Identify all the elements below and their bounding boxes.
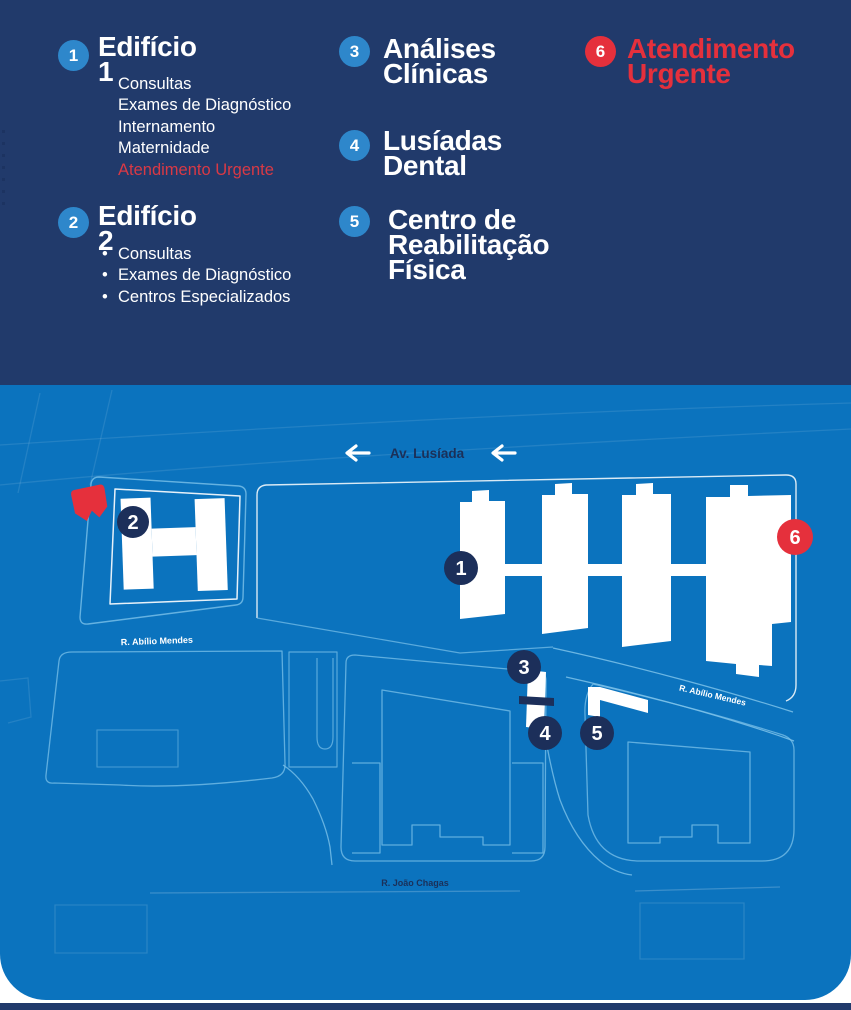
map-marker-5: 5 xyxy=(580,716,614,750)
legend-title-5: Centro de Reabilitação Física xyxy=(388,204,550,285)
legend-panel: 1 Edifício 1 Consultas Exames de Diagnós… xyxy=(0,0,851,385)
legend-badge-5: 5 xyxy=(339,206,370,237)
legend-sub-item: Centros Especializados xyxy=(100,287,291,309)
street-label-abilio-mendes-left: R. Abílio Mendes xyxy=(121,635,193,648)
campus-map: Av. Lusíada xyxy=(0,385,851,1000)
left-arrow-icon xyxy=(491,444,517,462)
legend-badge-4: 4 xyxy=(339,130,370,161)
legend-sub-item: Consultas xyxy=(118,75,192,93)
plot-left-large xyxy=(45,650,286,787)
faint-road-lines xyxy=(0,389,851,960)
print-fold-marks xyxy=(2,130,5,210)
legend-title-4: Lusíadas Dental xyxy=(383,125,502,181)
svg-text:5: 5 xyxy=(591,723,602,745)
map-marker-3: 3 xyxy=(507,650,541,684)
plot-center-bottom xyxy=(340,654,547,862)
legend-sub-item-urgent: Atendimento Urgente xyxy=(118,160,274,179)
svg-text:1: 1 xyxy=(455,558,466,580)
legend-title-6: Atendimento Urgente xyxy=(627,33,795,89)
legend-title-1: Edifício 1 xyxy=(98,31,197,87)
legend-sub-item: Maternidade xyxy=(118,139,210,158)
svg-text:4: 4 xyxy=(539,723,551,745)
legend-sub-item: Internamento xyxy=(118,117,216,136)
map-marker-4: 4 xyxy=(528,716,562,750)
inner-outline-building-2 xyxy=(109,488,241,605)
street-label-joao-chagas: R. João Chagas xyxy=(381,878,449,888)
left-arrow-icon xyxy=(345,444,371,462)
map-marker-1: 1 xyxy=(444,551,478,585)
plot-outline-building-1 xyxy=(256,474,797,702)
building-ribbon-near-5 xyxy=(588,687,648,717)
street-label-avenida: Av. Lusíada xyxy=(390,446,465,461)
avenue-direction-arrows xyxy=(345,444,517,462)
internal-road-curves xyxy=(282,734,633,876)
bottom-panel-strip xyxy=(0,1003,851,1010)
plot-bottom-edge-building-1 xyxy=(256,617,554,654)
legend-sublist-2: Consultas Exames de Diagnóstico Centros … xyxy=(100,244,291,309)
legend-badge-3: 3 xyxy=(339,36,370,67)
legend-badge-1: 1 xyxy=(58,40,89,71)
legend-badge-6: 6 xyxy=(585,36,616,67)
legend-sublist-1: Consultas Exames de Diagnóstico Internam… xyxy=(118,74,291,181)
campus-map-svg: Av. Lusíada xyxy=(0,389,851,960)
plot-outline-building-2 xyxy=(79,476,247,625)
map-marker-6: 6 xyxy=(777,519,813,555)
legend-sub-item: Exames de Diagnóstico xyxy=(118,96,292,115)
legend-title-3: Análises Clínicas xyxy=(383,33,496,89)
map-marker-2: 2 xyxy=(117,506,149,538)
street-label-abilio-mendes-right: R. Abílio Mendes xyxy=(678,683,747,708)
building-1-towers xyxy=(460,483,791,677)
plot-right-bottom xyxy=(584,683,795,862)
legend-sub-item: Consultas xyxy=(100,244,291,266)
svg-text:6: 6 xyxy=(789,527,800,549)
svg-text:2: 2 xyxy=(127,512,138,534)
map-markers: 1 2 3 4 5 xyxy=(117,506,813,750)
svg-text:3: 3 xyxy=(518,657,529,679)
legend-sub-item: Exames de Diagnóstico xyxy=(100,265,291,287)
legend-badge-2: 2 xyxy=(58,207,89,238)
lusiadas-logo-icon xyxy=(71,484,108,522)
walkway-bar xyxy=(519,696,554,706)
plot-u-slot-strip xyxy=(288,651,338,768)
